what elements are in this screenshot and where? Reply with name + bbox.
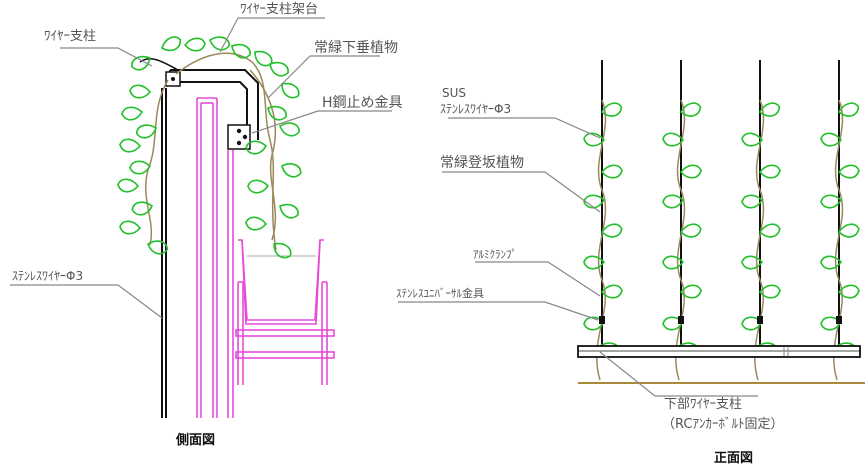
leaf-icon — [662, 132, 685, 147]
leaf-icon — [837, 102, 860, 117]
leaf-icon — [269, 61, 289, 77]
leaf-icon — [135, 124, 157, 139]
leaf-icon — [758, 284, 781, 299]
leaf-icon — [231, 43, 251, 59]
leaf-icon — [117, 178, 140, 193]
leaf-icon — [758, 102, 781, 117]
leaf-icon — [131, 201, 154, 216]
vine-stem — [249, 69, 277, 241]
leaf-icon — [600, 102, 623, 117]
h-steel-bracket — [227, 124, 251, 150]
h-steel-column — [196, 97, 234, 418]
leaf-icon — [820, 132, 843, 147]
label-wire-post-frame: ﾜｲﾔｰ支柱架台 — [240, 2, 318, 17]
leaf-icon — [600, 164, 623, 179]
leaf-icon — [583, 316, 606, 331]
leaf-icon — [820, 194, 843, 209]
label-sus: SUS — [442, 86, 466, 100]
leaf-icon — [837, 223, 860, 238]
leaf-icon — [129, 84, 152, 99]
front-climbing-vines — [583, 99, 860, 381]
planter — [235, 239, 335, 385]
leaf-icon — [583, 194, 606, 209]
front-leader-lines — [398, 117, 758, 397]
leaf-icon — [820, 316, 843, 331]
leaf-icon — [741, 255, 764, 270]
aluminum-clamps — [599, 316, 842, 324]
leaf-icon — [183, 37, 206, 52]
leaf-icon — [600, 284, 623, 299]
leaf-icon — [679, 284, 702, 299]
leaf-icon — [758, 164, 781, 179]
label-anchor-note: （RCｱﾝｶｰﾎﾞﾙﾄ固定） — [662, 417, 783, 432]
leaf-icon — [820, 255, 843, 270]
side-hanging-vines — [117, 36, 302, 259]
leaf-icon — [245, 140, 268, 155]
side-leader-lines — [10, 17, 392, 319]
leaf-icon — [129, 160, 152, 175]
label-side-stainless-wire: ｽﾃﾝﾚｽﾜｲﾔｰΦ3 — [12, 269, 83, 283]
label-evergreen-climbing: 常緑登坂植物 — [440, 155, 524, 171]
lower-wire-post-bar — [577, 345, 861, 358]
leaf-icon — [279, 122, 301, 137]
label-evergreen-hanging: 常緑下垂植物 — [314, 40, 398, 56]
side-view-caption: 側面図 — [175, 432, 215, 448]
leaf-icon — [837, 164, 860, 179]
leaf-icon — [279, 203, 299, 219]
vine-stem — [139, 58, 179, 71]
leaf-icon — [281, 82, 300, 99]
side-view: ﾜｲﾔｰ支柱 ﾜｲﾔｰ支柱架台 常緑下垂植物 H鋼止め金具 ｽﾃﾝﾚｽﾜｲﾔｰΦ… — [10, 2, 403, 448]
leaf-icon — [662, 255, 685, 270]
leaf-icon — [600, 223, 623, 238]
leaf-icon — [679, 223, 702, 238]
leaf-icon — [583, 255, 606, 270]
leaf-icon — [679, 164, 702, 179]
label-aluminum-clamp: ｱﾙﾐｸﾗﾝﾌﾟ — [473, 248, 517, 261]
leaf-icon — [119, 138, 142, 153]
leaf-icon — [121, 106, 144, 121]
leaf-icon — [209, 36, 231, 51]
vine-stem — [144, 79, 169, 246]
leaf-icon — [741, 132, 764, 147]
label-h-steel-bracket: H鋼止め金具 — [322, 95, 403, 111]
leaf-icon — [741, 316, 764, 331]
leaf-icon — [245, 216, 268, 231]
label-lower-wire-post: 下部ﾜｲﾔｰ支柱 — [664, 397, 742, 412]
leaf-icon — [267, 105, 287, 121]
leaf-icon — [583, 132, 606, 147]
leaf-icon — [741, 194, 764, 209]
label-universal-fitting: ｽﾃﾝﾚｽﾕﾆﾊﾞｰｻﾙ金具 — [396, 286, 484, 300]
leaf-icon — [119, 220, 142, 235]
leaf-icon — [247, 179, 270, 194]
leaf-icon — [758, 223, 781, 238]
leaf-icon — [281, 163, 302, 178]
front-view: SUS ｽﾃﾝﾚｽﾜｲﾔｰΦ3 常緑登坂植物 ｱﾙﾐｸﾗﾝﾌﾟ ｽﾃﾝﾚｽﾕﾆﾊ… — [396, 60, 865, 466]
label-front-stainless-wire: ｽﾃﾝﾚｽﾜｲﾔｰΦ3 — [440, 102, 511, 116]
leaf-icon — [662, 316, 685, 331]
front-wires — [601, 60, 840, 348]
label-wire-post: ﾜｲﾔｰ支柱 — [44, 29, 96, 44]
leaf-icon — [147, 240, 169, 255]
leaf-icon — [679, 102, 702, 117]
front-view-caption: 正面図 — [714, 451, 753, 466]
post-top-clamp — [165, 71, 181, 87]
leaf-icon — [273, 242, 292, 259]
leaf-icon — [131, 55, 151, 71]
leaf-icon — [662, 194, 685, 209]
leaf-icon — [837, 284, 860, 299]
leaf-icon — [161, 36, 182, 52]
